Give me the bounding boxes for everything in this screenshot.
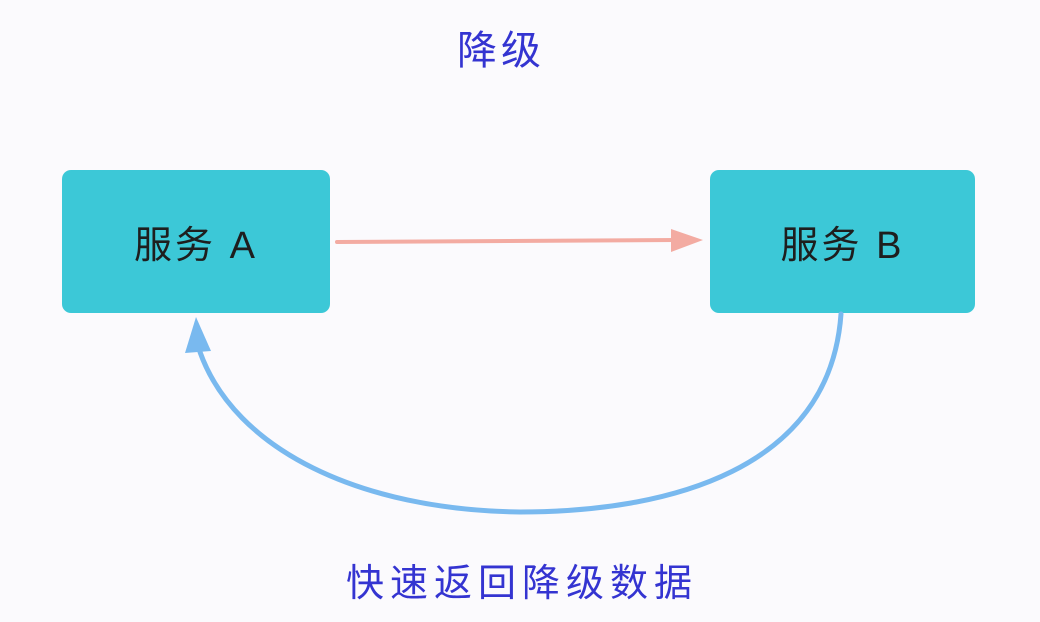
diagram-title: 降级 (457, 29, 545, 73)
node-service-a: 服务 A (62, 170, 330, 313)
request-arrowhead-icon (671, 229, 703, 252)
node-service-a-label: 服务 A (134, 225, 258, 267)
node-service-b: 服务 B (710, 170, 975, 313)
node-service-b-label: 服务 B (780, 225, 905, 267)
fallback-arrow-curve (197, 311, 844, 515)
request-arrow-line (335, 238, 678, 244)
fallback-arrowhead-icon (185, 317, 211, 353)
fallback-label: 快速返回降级数据 (346, 563, 699, 605)
